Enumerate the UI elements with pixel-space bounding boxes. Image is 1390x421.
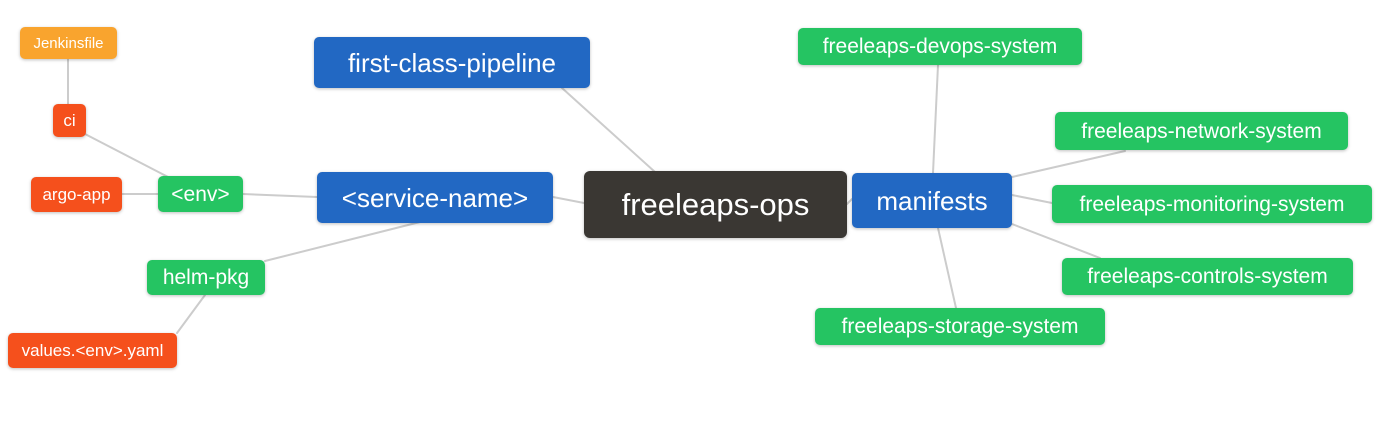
node-label: argo-app <box>42 185 111 204</box>
edge-first-class-pipeline-to-freeleaps-ops <box>561 87 656 173</box>
node-label: Jenkinsfile <box>33 34 104 52</box>
node-label: freeleaps-monitoring-system <box>1079 192 1345 216</box>
node-label: freeleaps-devops-system <box>822 35 1058 58</box>
edge-helm-pkg-to-values-env-yaml <box>176 294 206 334</box>
node-service-name[interactable]: <service-name> <box>317 172 553 223</box>
edge-manifests-to-freeleaps-network-system <box>1011 150 1126 178</box>
node-ci[interactable]: ci <box>53 104 86 137</box>
node-freeleaps-monitoring-system[interactable]: freeleaps-monitoring-system <box>1052 185 1372 223</box>
node-label: <env> <box>171 182 230 206</box>
edge-manifests-to-freeleaps-storage-system <box>937 227 957 309</box>
node-freeleaps-ops[interactable]: freeleaps-ops <box>584 171 847 238</box>
node-label: values.<env>.yaml <box>21 341 164 360</box>
edge-manifests-to-freeleaps-monitoring-system <box>1011 194 1053 204</box>
node-freeleaps-controls-system[interactable]: freeleaps-controls-system <box>1062 258 1353 295</box>
node-label: <service-name> <box>341 182 529 213</box>
node-env[interactable]: <env> <box>158 176 243 212</box>
node-argo-app[interactable]: argo-app <box>31 177 122 212</box>
node-freeleaps-network-system[interactable]: freeleaps-network-system <box>1055 112 1348 150</box>
node-label: freeleaps-ops <box>621 187 810 222</box>
node-label: helm-pkg <box>162 266 250 289</box>
node-freeleaps-devops-system[interactable]: freeleaps-devops-system <box>798 28 1082 65</box>
node-values-env-yaml[interactable]: values.<env>.yaml <box>8 333 177 368</box>
node-label: first-class-pipeline <box>347 47 557 78</box>
node-first-class-pipeline[interactable]: first-class-pipeline <box>314 37 590 88</box>
node-helm-pkg[interactable]: helm-pkg <box>147 260 265 295</box>
node-label: ci <box>63 111 76 130</box>
node-label: freeleaps-controls-system <box>1087 265 1328 288</box>
node-label: freeleaps-storage-system <box>841 315 1079 338</box>
node-jenkinsfile[interactable]: Jenkinsfile <box>20 27 117 59</box>
edge-service-name-to-helm-pkg <box>264 221 421 262</box>
edge-service-name-to-freeleaps-ops <box>552 196 585 204</box>
node-manifests[interactable]: manifests <box>852 173 1012 228</box>
node-label: freeleaps-network-system <box>1081 119 1322 143</box>
edge-ci-to-env <box>84 133 171 179</box>
edge-manifests-to-freeleaps-devops-system <box>932 64 939 174</box>
edge-manifests-to-freeleaps-controls-system <box>1011 223 1101 259</box>
node-label: manifests <box>876 185 988 216</box>
node-freeleaps-storage-system[interactable]: freeleaps-storage-system <box>815 308 1105 345</box>
edge-env-to-service-name <box>242 193 318 198</box>
